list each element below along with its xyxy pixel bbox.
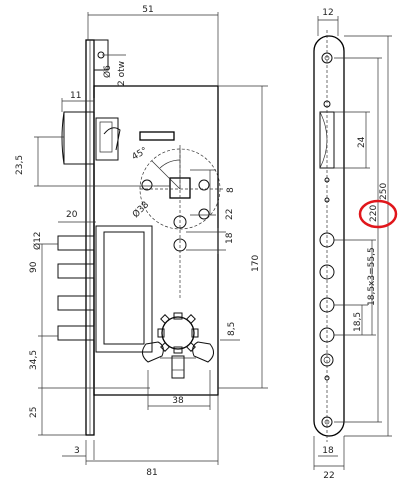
dim-radius: Ø38: [130, 199, 151, 220]
lock-body-view: 51 Ø6 2 otw 11 45° 23,5 8 Ø38 22 18 20 Ø…: [15, 5, 268, 478]
dim-cylinder-top: 11: [70, 91, 81, 101]
dim-hole-diameter: Ø6: [102, 65, 113, 78]
deadbolt: [57, 325, 95, 341]
dim-bottom-margin: 25: [29, 407, 39, 418]
faceplate-front-view: 12 250 24 220 18,5x3=55,5 18,5 18 22: [313, 8, 398, 481]
dim-backset-total: 81: [146, 468, 157, 478]
dim-faceplate-screw: 24: [357, 136, 367, 148]
dim-left-offset: 23,5: [15, 155, 25, 175]
dim-bolt-hole-pitch: 18,5x3=55,5: [367, 247, 377, 306]
dim-faceplate-width-top: 12: [322, 8, 333, 18]
dim-bolt-width: 20: [66, 210, 78, 220]
dim-faceplate-bottom: 18: [322, 446, 334, 456]
dim-bolt-span: 90: [29, 261, 39, 273]
dim-plate-thickness: 3: [74, 446, 80, 456]
dim-cylinder-offset: 8,5: [227, 322, 237, 336]
dim-faceplate-height: 250: [379, 183, 389, 200]
dim-body-height: 170: [251, 255, 261, 272]
dim-faceplate-width: 22: [323, 471, 334, 481]
dim-bolt-diameter: Ø12: [32, 231, 43, 250]
dim-bolt-hole-spacing: 18,5: [353, 312, 363, 332]
dim-bolt-hole-span: 220: [369, 205, 379, 222]
deadbolt: [57, 235, 95, 251]
dim-angle: 45°: [131, 146, 150, 163]
dim-follower-step: 18: [225, 232, 235, 244]
deadbolt: [57, 295, 95, 311]
dim-lower-span: 34,5: [29, 350, 39, 370]
latch-bolt: [63, 111, 95, 165]
highlight-circle: [358, 199, 398, 229]
dim-top-width: 51: [142, 5, 153, 15]
deadbolt: [57, 263, 95, 279]
faceplate: [313, 35, 345, 437]
cylinder-cam: [161, 316, 195, 350]
dim-square: 8: [226, 187, 236, 193]
dim-cylinder-width: 38: [172, 396, 184, 406]
dim-hole-count: 2 otw: [117, 61, 127, 86]
dim-follower-gap: 22: [225, 209, 235, 220]
deadbolt-housing: [95, 225, 153, 353]
